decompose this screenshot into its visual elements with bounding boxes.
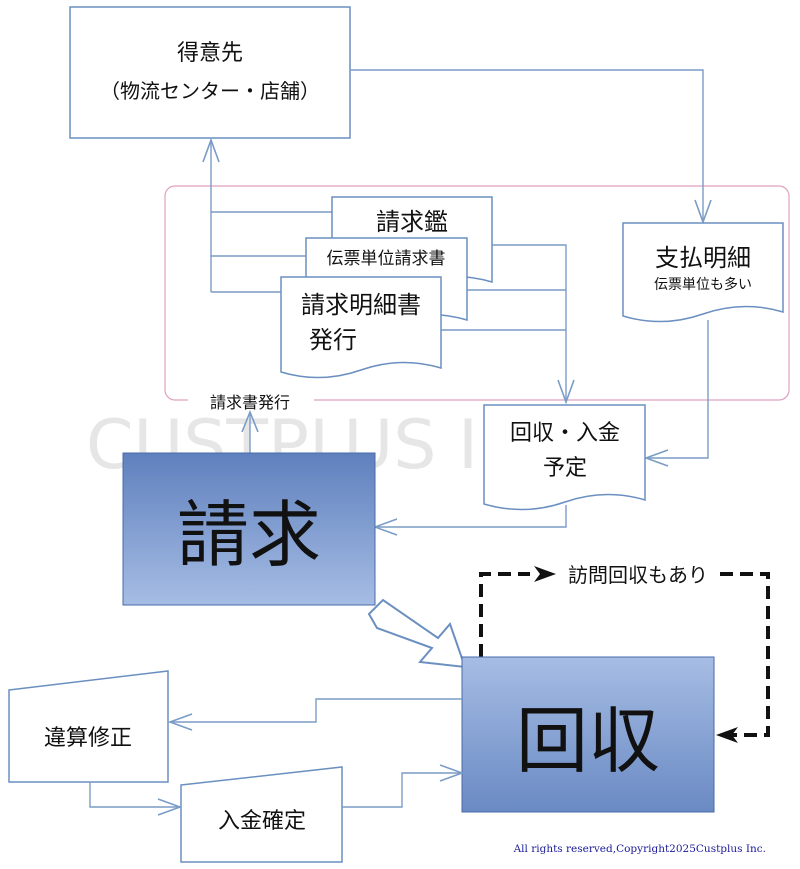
arrowhead-issue [241, 409, 259, 433]
doc-payment-statement: 支払明細 伝票単位も多い [622, 222, 784, 323]
arrowhead-payment [694, 199, 712, 225]
customer-title: 得意先 [177, 41, 243, 66]
connector-deposit-to-collection [342, 772, 460, 808]
arrowhead-deposit [157, 798, 183, 816]
customer-box: 得意先 （物流センター・店舗） [69, 6, 351, 139]
arrowhead-plan [557, 379, 575, 405]
connector-kagami-to-plan [492, 244, 567, 400]
billing-label: 請求 [177, 493, 321, 577]
payment-title: 支払明細 [655, 244, 751, 272]
doc-meisai-line1: 請求明細書 [301, 291, 421, 319]
deposit-label: 入金確定 [218, 809, 306, 834]
copyright-text: All rights reserved,Copyright2025Custplu… [513, 843, 766, 855]
billing-box: 請求 [122, 452, 376, 606]
visit-label: 訪問回収もあり [568, 563, 708, 587]
customer-subtitle: （物流センター・店舗） [100, 79, 320, 103]
connector-correction-to-deposit [89, 782, 178, 808]
connector-collection-to-correction [172, 698, 462, 723]
collection-plan-line2: 予定 [543, 456, 587, 481]
doc-denpyo-tani-label: 伝票単位請求書 [327, 249, 446, 269]
connector-plan-to-billing [377, 505, 567, 528]
arrowhead-collection [439, 764, 465, 782]
doc-meisai-line2: 発行 [309, 326, 357, 354]
arrowhead-visit-right [534, 566, 556, 582]
arrowhead-correction [167, 713, 193, 731]
arrowhead-plan-right [643, 449, 669, 467]
doc-seikyu-kagami-label: 請求鑑 [376, 208, 448, 236]
correction-label: 違算修正 [44, 726, 132, 751]
issue-label-bg [188, 390, 314, 412]
collection-label: 回収 [516, 699, 660, 783]
issue-label: 請求書発行 [210, 393, 290, 412]
connector-payment-to-plan [648, 320, 709, 459]
collection-box: 回収 [461, 656, 715, 813]
issue-frame [164, 185, 790, 401]
deposit-box: 入金確定 [180, 766, 343, 863]
arrowhead-customer [202, 137, 220, 163]
arrowhead-visit-left [716, 727, 738, 743]
visit-dashed-loop [479, 572, 770, 737]
block-arrow-billing-to-collection [367, 598, 467, 669]
collection-plan-line1: 回収・入金 [510, 421, 620, 446]
connector-customer-to-payment [350, 69, 704, 220]
doc-meisai: 請求明細書 発行 [280, 276, 442, 379]
payment-sub: 伝票単位も多い [654, 276, 752, 293]
doc-collection-plan: 回収・入金 予定 [483, 404, 646, 511]
correction-box: 違算修正 [8, 670, 169, 783]
